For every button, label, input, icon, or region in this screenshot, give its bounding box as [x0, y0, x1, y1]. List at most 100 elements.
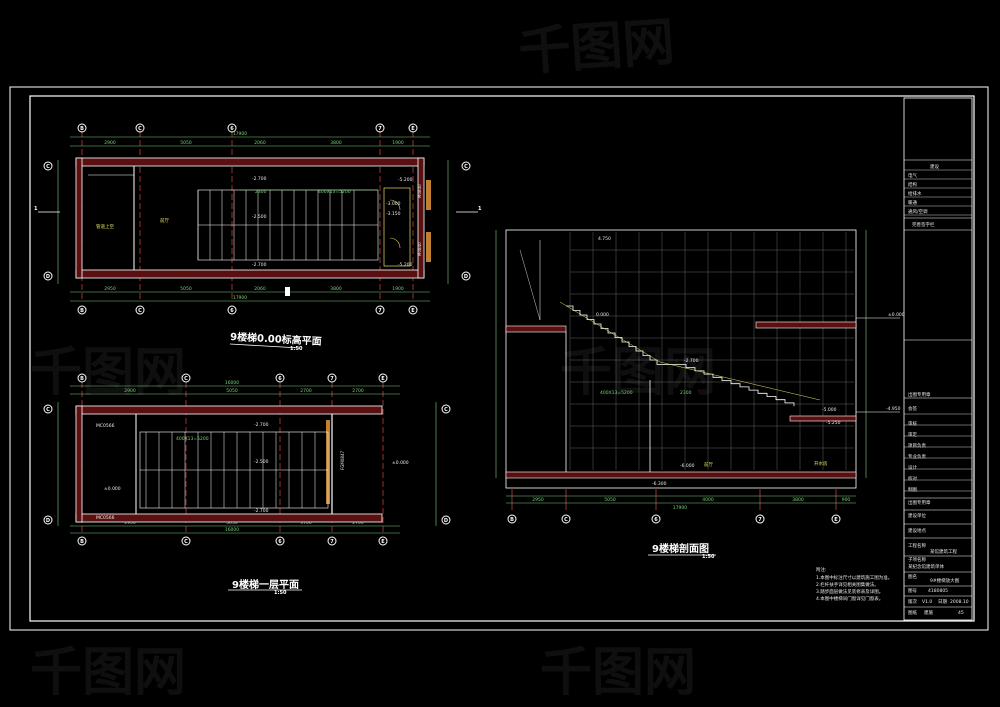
note-line: 4.本图中楼梯间门窗详见门窗表。	[816, 595, 883, 602]
dimension: 5050	[604, 497, 616, 503]
title-block: 建设 电气 结构 给排水 暖通 通风/空调 完善签字栏 出图专用章 会签 审核 …	[903, 97, 973, 621]
tb-value: V1.0	[922, 599, 932, 605]
axis-label: E	[381, 539, 385, 545]
section: B C 6 7 E 2950 5050 4000 3800 900 17900 …	[495, 229, 905, 560]
dimension: 2700	[352, 520, 364, 526]
tb-label: 图纸	[908, 609, 917, 616]
overall-dimension: 16000	[225, 380, 239, 386]
elevation: 0.000	[596, 312, 609, 318]
watermark-text: 千图网	[517, 12, 677, 83]
tb-stamp: 出图专用章	[908, 391, 931, 398]
tb-row: 电气	[908, 172, 917, 179]
stair-note: 400X13=5200	[176, 436, 209, 442]
elevation: -3.000	[386, 201, 401, 207]
stair-note: 400X13=5200	[600, 390, 633, 396]
elevation: ±0.000	[392, 460, 409, 466]
wall-top	[75, 157, 425, 167]
inner-frame	[29, 95, 975, 622]
dimension: 2700	[300, 388, 312, 394]
axis-label: E	[411, 308, 415, 314]
notes: 附注: 1.本图中标注尺寸以建筑施工图为准。 2.栏杆扶手详见相关图集做法。 3…	[816, 566, 892, 602]
axis-label: 7	[330, 376, 334, 382]
axis-label: 7	[330, 539, 334, 545]
axis-label: C	[564, 517, 568, 523]
axis-label: C	[138, 126, 142, 132]
elevation: -5.200	[398, 262, 413, 268]
dimension: 5050	[226, 388, 238, 394]
plan-bottom-title: 9楼梯一层平面	[232, 578, 299, 591]
elevation: 4.750	[598, 236, 611, 242]
dimension: 900	[842, 497, 851, 503]
section-title: 9楼梯剖面图	[652, 542, 709, 555]
tb-sign-header: 完善签字栏	[912, 221, 935, 228]
tb-row: 制图	[908, 486, 917, 493]
axis-label: C	[184, 376, 188, 382]
row-label: D	[464, 274, 468, 280]
elevation: -2.700	[254, 508, 269, 514]
elevation: -2.700	[252, 262, 267, 268]
door-tag: M0840	[417, 184, 422, 198]
elevation: -5.000	[822, 407, 837, 413]
tb-row: 审定	[908, 431, 917, 438]
note-line: 2.栏杆扶手详见相关图集做法。	[816, 581, 879, 588]
watermark-text: 千图网	[560, 343, 716, 403]
watermark: 千图网 千图网 千图网 千图网 千图网	[30, 12, 716, 703]
tb-row: 会签	[908, 405, 917, 412]
dimension: 3800	[330, 140, 342, 146]
plan-bottom: B C 6 7 E B C 6 7 E C D C D 16000 2900 5…	[43, 373, 451, 596]
axis-label: B	[80, 308, 84, 314]
room-label: 前厅	[704, 461, 713, 468]
tb-row: 暖通	[908, 199, 917, 206]
tb-label: 子项名称	[908, 556, 926, 563]
axis-label: B	[80, 376, 84, 382]
plan-top: B C 6 7 E B C 6 7 E C D C D 17900 2900	[34, 123, 482, 352]
axis-label: B	[510, 517, 514, 523]
elevation: ±0.000	[888, 312, 905, 318]
dimension: 2300	[680, 390, 692, 396]
tb-value: 建施	[924, 609, 933, 616]
tb-row: 项目负责	[908, 442, 926, 449]
tb-label: 图名	[908, 573, 917, 580]
axis-label: C	[138, 308, 142, 314]
row-label: D	[444, 518, 448, 524]
section-scale: 1:50	[702, 554, 715, 560]
tb-row: 给排水	[908, 190, 922, 197]
dimension: 2950	[532, 497, 544, 503]
dimension: 4000	[702, 497, 714, 503]
dimension: 3700	[300, 520, 312, 526]
watermark-text: 千图网	[540, 643, 696, 703]
note-line: 1.本图中标注尺寸以建筑施工图为准。	[816, 574, 892, 581]
tb-value: 某馆建筑工程	[930, 548, 957, 555]
tb-value: 45	[958, 610, 964, 616]
dimension: 2300	[255, 189, 267, 195]
row-label: C	[46, 164, 50, 170]
watermark-text: 千图网	[30, 343, 186, 403]
tb-row: 审核	[908, 420, 917, 427]
wall-left	[75, 405, 83, 523]
dimension: 2900	[104, 140, 116, 146]
elevation: -4.950	[886, 406, 901, 412]
tb-row: 结构	[908, 181, 917, 188]
axis-label: 6	[278, 539, 282, 545]
tb-row: 校对	[908, 475, 917, 482]
dimension: 1900	[392, 140, 404, 146]
tb-label: 图号	[908, 588, 917, 594]
axis-label: E	[411, 126, 415, 132]
section-mark: 1	[478, 206, 482, 212]
axis-label: 6	[278, 376, 282, 382]
overall-dimension: 17900	[233, 295, 247, 301]
tb-label: 日期	[938, 599, 947, 605]
row-label: D	[46, 518, 50, 524]
door-tag: M0840	[417, 242, 422, 256]
elevation: ±0.000	[104, 486, 121, 492]
axis-label: 7	[378, 126, 382, 132]
tb-row: 专业负责	[908, 453, 926, 460]
dimension: 5050	[180, 286, 192, 292]
tb-value: 9#楼梯放大图	[930, 577, 960, 584]
axis-label: B	[80, 126, 84, 132]
wall-right	[417, 157, 425, 279]
tb-row: 设计	[908, 464, 917, 471]
door-tag: FGM0847	[340, 451, 345, 470]
elevation: -6.300	[652, 481, 667, 487]
elevation: -2.500	[252, 214, 267, 220]
